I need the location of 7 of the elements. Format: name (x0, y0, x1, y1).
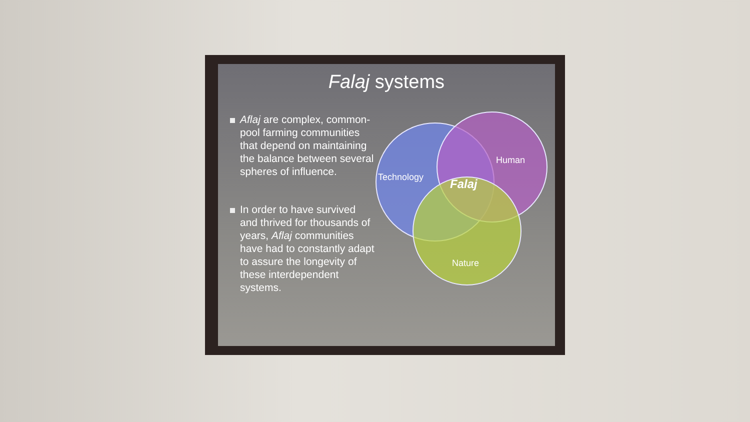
slide-title: Falaj systems (327, 72, 446, 94)
circle-label: Nature (452, 258, 480, 268)
circle-label: Technology (378, 172, 424, 182)
venn-center-label: Falaj (450, 177, 478, 191)
bullet-point: Aflaj are complex, common-pool farming communities that depend on maintaining the balance between several spheres of influence. (230, 114, 375, 179)
circle-label: Human (496, 155, 526, 165)
bullet-point: In order to have survived and thrived for thousands of years, Aflaj communities have had to constantly adapt to assure the longevity of these interdependent systems. (230, 204, 375, 295)
